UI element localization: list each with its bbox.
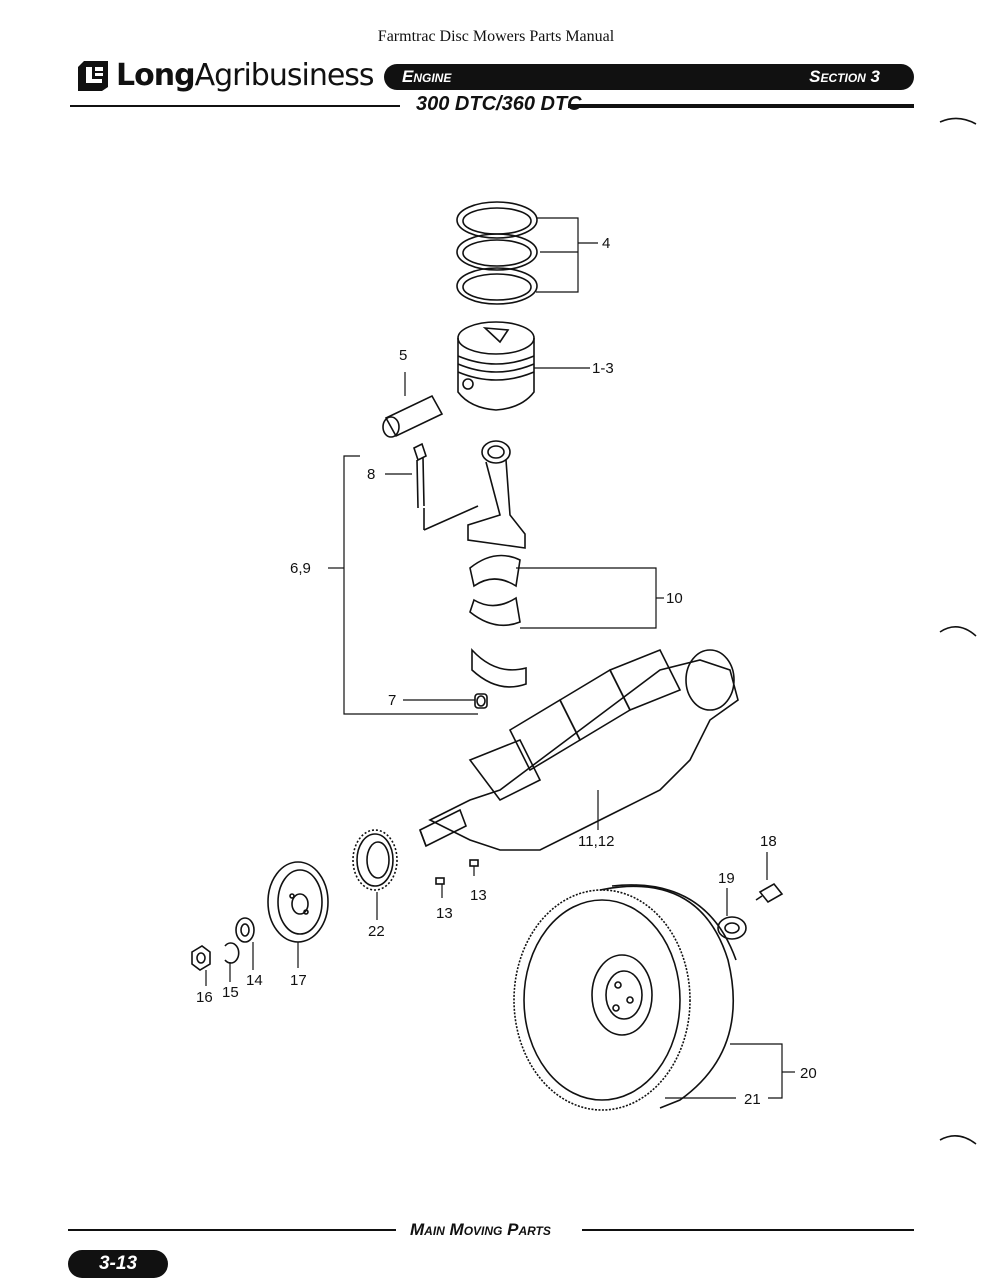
document-title: Farmtrac Disc Mowers Parts Manual [377, 28, 615, 45]
callout-nut: 16 [196, 989, 213, 1006]
callout-pulley: 17 [290, 972, 307, 989]
callout-bushing: 7 [388, 692, 396, 709]
footer-rule-left [68, 1229, 396, 1231]
callout-pin: 5 [399, 347, 407, 364]
callout-bolt: 8 [367, 466, 375, 483]
brand-logo: LongAgribusiness [74, 56, 375, 96]
callout-seal: 19 [718, 870, 735, 887]
page-number-badge: 3-13 [68, 1250, 168, 1278]
crankshaft [418, 648, 739, 851]
rod-bolt [413, 442, 479, 531]
callout-rings: 4 [602, 235, 610, 252]
section-number: Section 3 [809, 67, 880, 86]
flywheel-bolt [755, 882, 784, 904]
callout-flywheel-bolt: 18 [760, 833, 777, 850]
nut-washer-set [191, 917, 255, 971]
brand-name: LongAgribusiness [116, 58, 375, 93]
section-category: Engine [402, 67, 452, 86]
header-rule-right [568, 104, 914, 108]
callout-ring-gear: 21 [744, 1091, 761, 1108]
connecting-rod [467, 440, 526, 549]
crank-pulley [267, 861, 329, 943]
callout-gear: 22 [368, 923, 385, 940]
rod-cap [471, 647, 527, 688]
keys [435, 859, 479, 885]
piston-rings [456, 201, 538, 305]
model-number: 300 DTC/360 DTC [416, 93, 582, 115]
seal [717, 916, 747, 940]
callout-bearings: 10 [666, 590, 683, 607]
timing-gear [352, 829, 398, 891]
header-bar [384, 64, 914, 90]
piston-pin [382, 394, 444, 438]
small-bushing [474, 693, 488, 709]
piston [457, 321, 535, 411]
header-rule-left [70, 105, 400, 107]
footer-rule-right [582, 1229, 914, 1231]
callout-crankshaft: 11,12 [578, 833, 614, 850]
callout-key-a: 13 [470, 887, 487, 904]
callout-rod-assy: 6,9 [290, 560, 311, 577]
callout-washer: 14 [246, 972, 263, 989]
footer-title: Main Moving Parts [410, 1220, 551, 1239]
callout-flywheel: 20 [800, 1065, 817, 1082]
logo-mark-icon [74, 57, 112, 95]
callout-lockwasher: 15 [222, 984, 239, 1001]
bearing-shells [469, 554, 521, 627]
callout-piston: 1-3 [592, 360, 614, 377]
callout-key-b: 13 [436, 905, 453, 922]
flywheel [513, 884, 737, 1111]
